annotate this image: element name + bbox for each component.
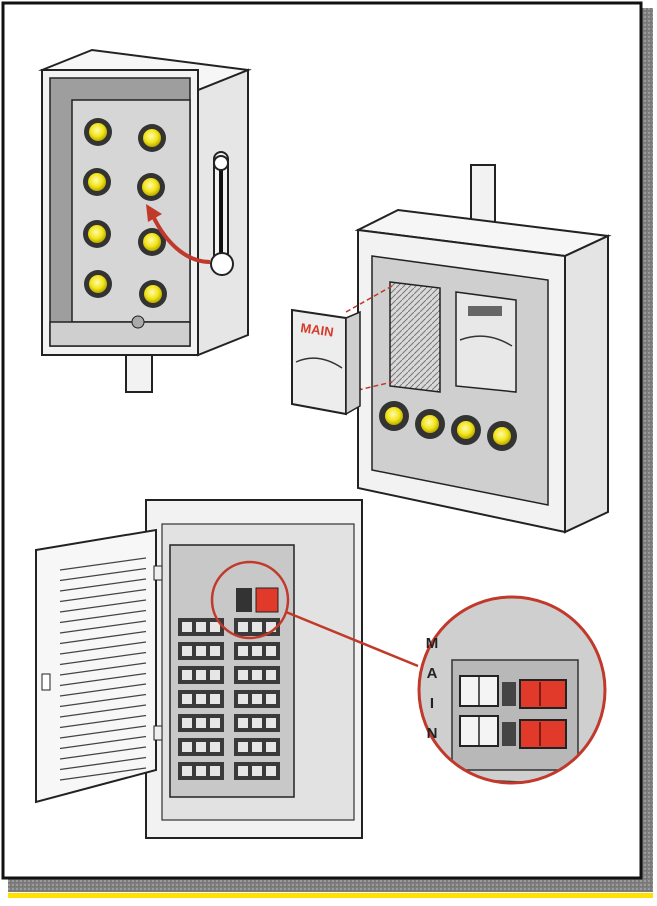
door-handle <box>42 674 50 690</box>
breaker-toggle <box>210 670 220 680</box>
breaker-toggle <box>238 670 248 680</box>
breaker-toggle <box>266 718 276 728</box>
breaker-switch-icon <box>236 588 252 612</box>
breaker-toggle <box>182 622 192 632</box>
breaker-toggle <box>196 694 206 704</box>
fuse-box <box>42 50 248 392</box>
breaker-toggle <box>252 766 262 776</box>
breaker-toggle <box>196 766 206 776</box>
door-hinge-top <box>154 566 162 580</box>
breaker-toggle <box>182 742 192 752</box>
breaker-toggle <box>238 718 248 728</box>
breaker-toggle <box>252 646 262 656</box>
breaker-toggle <box>210 622 220 632</box>
door-hinge-bottom <box>154 726 162 740</box>
breaker-toggle <box>182 694 192 704</box>
breaker-toggle <box>266 694 276 704</box>
panel-side <box>565 236 608 532</box>
main-breaker <box>236 588 278 612</box>
zoom-letter-a: A <box>427 665 438 682</box>
breaker-switch-icon <box>520 720 566 748</box>
breaker-toggle <box>238 742 248 752</box>
breaker-toggle <box>196 646 206 656</box>
breaker-toggle <box>210 694 220 704</box>
breaker-toggle <box>210 646 220 656</box>
breaker-switch-icon <box>256 588 278 612</box>
breaker-toggle <box>266 646 276 656</box>
bottom-rule <box>8 893 653 898</box>
breaker-toggle <box>182 670 192 680</box>
breaker-toggle <box>196 670 206 680</box>
fuse-block-slot <box>390 282 440 392</box>
zoom-letter-n: N <box>427 725 438 742</box>
breaker-toggle <box>196 742 206 752</box>
frame-shadow-right <box>641 8 653 892</box>
breaker-toggle <box>266 670 276 680</box>
breaker-toggle <box>238 622 248 632</box>
breaker-toggle <box>266 766 276 776</box>
breaker-toggle <box>182 718 192 728</box>
breaker-toggle <box>266 742 276 752</box>
frame-shadow-bottom <box>8 878 653 892</box>
cartridge-fuse-block-right <box>456 292 516 392</box>
zoom-letter-i: I <box>430 695 434 712</box>
breaker-toggle <box>182 766 192 776</box>
breaker-toggle <box>252 718 262 728</box>
breaker-panel <box>36 500 418 838</box>
zoom-letter-m: M <box>426 635 439 652</box>
breaker-toggle <box>238 766 248 776</box>
panel-door <box>36 530 156 802</box>
breaker-toggle <box>252 622 262 632</box>
breaker-toggle <box>238 646 248 656</box>
breaker-toggle <box>252 670 262 680</box>
breaker-toggle <box>210 766 220 776</box>
breaker-toggle <box>196 622 206 632</box>
breaker-toggle <box>238 694 248 704</box>
breaker-toggle <box>210 718 220 728</box>
breaker-switch-icon <box>520 680 566 708</box>
breaker-toggle <box>182 646 192 656</box>
fuse-box-bottom-lip <box>50 322 190 346</box>
fuse-box-screw <box>132 316 144 328</box>
breaker-toggle <box>252 742 262 752</box>
breaker-toggle <box>210 742 220 752</box>
breaker-toggle <box>252 694 262 704</box>
breaker-toggle <box>196 718 206 728</box>
